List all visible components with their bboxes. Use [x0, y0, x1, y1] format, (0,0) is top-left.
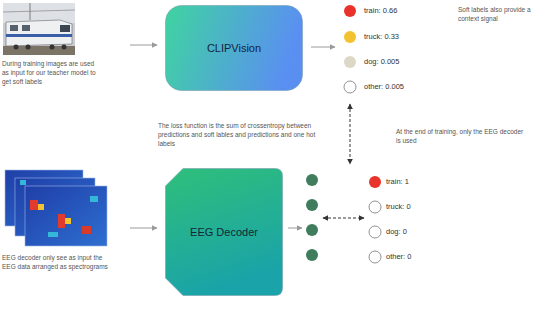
pred-dot [306, 199, 318, 211]
prob-dot [344, 5, 356, 17]
box-title: CLIPVision [203, 38, 265, 58]
dashed-link [323, 218, 364, 219]
model-box: CLIPVision [165, 5, 303, 91]
note: Soft labels also provide a context signa… [458, 6, 538, 24]
flow-arrow [130, 45, 157, 46]
onehot-dot [369, 251, 381, 263]
class-label: truck: 0.33 [364, 32, 444, 42]
caption: EEG decoder only see as input the EEG da… [2, 254, 114, 272]
class-label: truck: 0 [386, 202, 456, 212]
prob-dot [344, 56, 356, 68]
box-title: EEG Decoder [186, 222, 262, 242]
pred-dot [306, 224, 318, 236]
spectrogram-stack [5, 170, 107, 246]
class-label: train: 1 [386, 177, 456, 187]
dashed-link [350, 104, 351, 164]
flow-arrow [288, 228, 302, 229]
class-label: other: 0 [386, 252, 456, 262]
class-label: train: 0.66 [364, 6, 444, 16]
class-label: dog: 0.005 [364, 57, 444, 67]
model-box: EEG Decoder [165, 168, 283, 296]
onehot-dot [369, 226, 381, 238]
caption: During training images are used as input… [2, 60, 102, 86]
note: The loss function is the sum of crossent… [158, 122, 326, 148]
note: At the end of training, only the EEG dec… [396, 128, 524, 146]
onehot-dot [369, 201, 381, 213]
onehot-dot [369, 176, 381, 188]
flow-arrow [311, 47, 335, 48]
prob-dot [344, 31, 356, 43]
class-label: dog: 0 [386, 227, 456, 237]
train-photo [3, 3, 75, 55]
pred-dot [306, 249, 318, 261]
class-label: other: 0.005 [364, 82, 444, 92]
flow-arrow [130, 228, 157, 229]
pred-dot [306, 174, 318, 186]
prob-dot [344, 81, 356, 93]
